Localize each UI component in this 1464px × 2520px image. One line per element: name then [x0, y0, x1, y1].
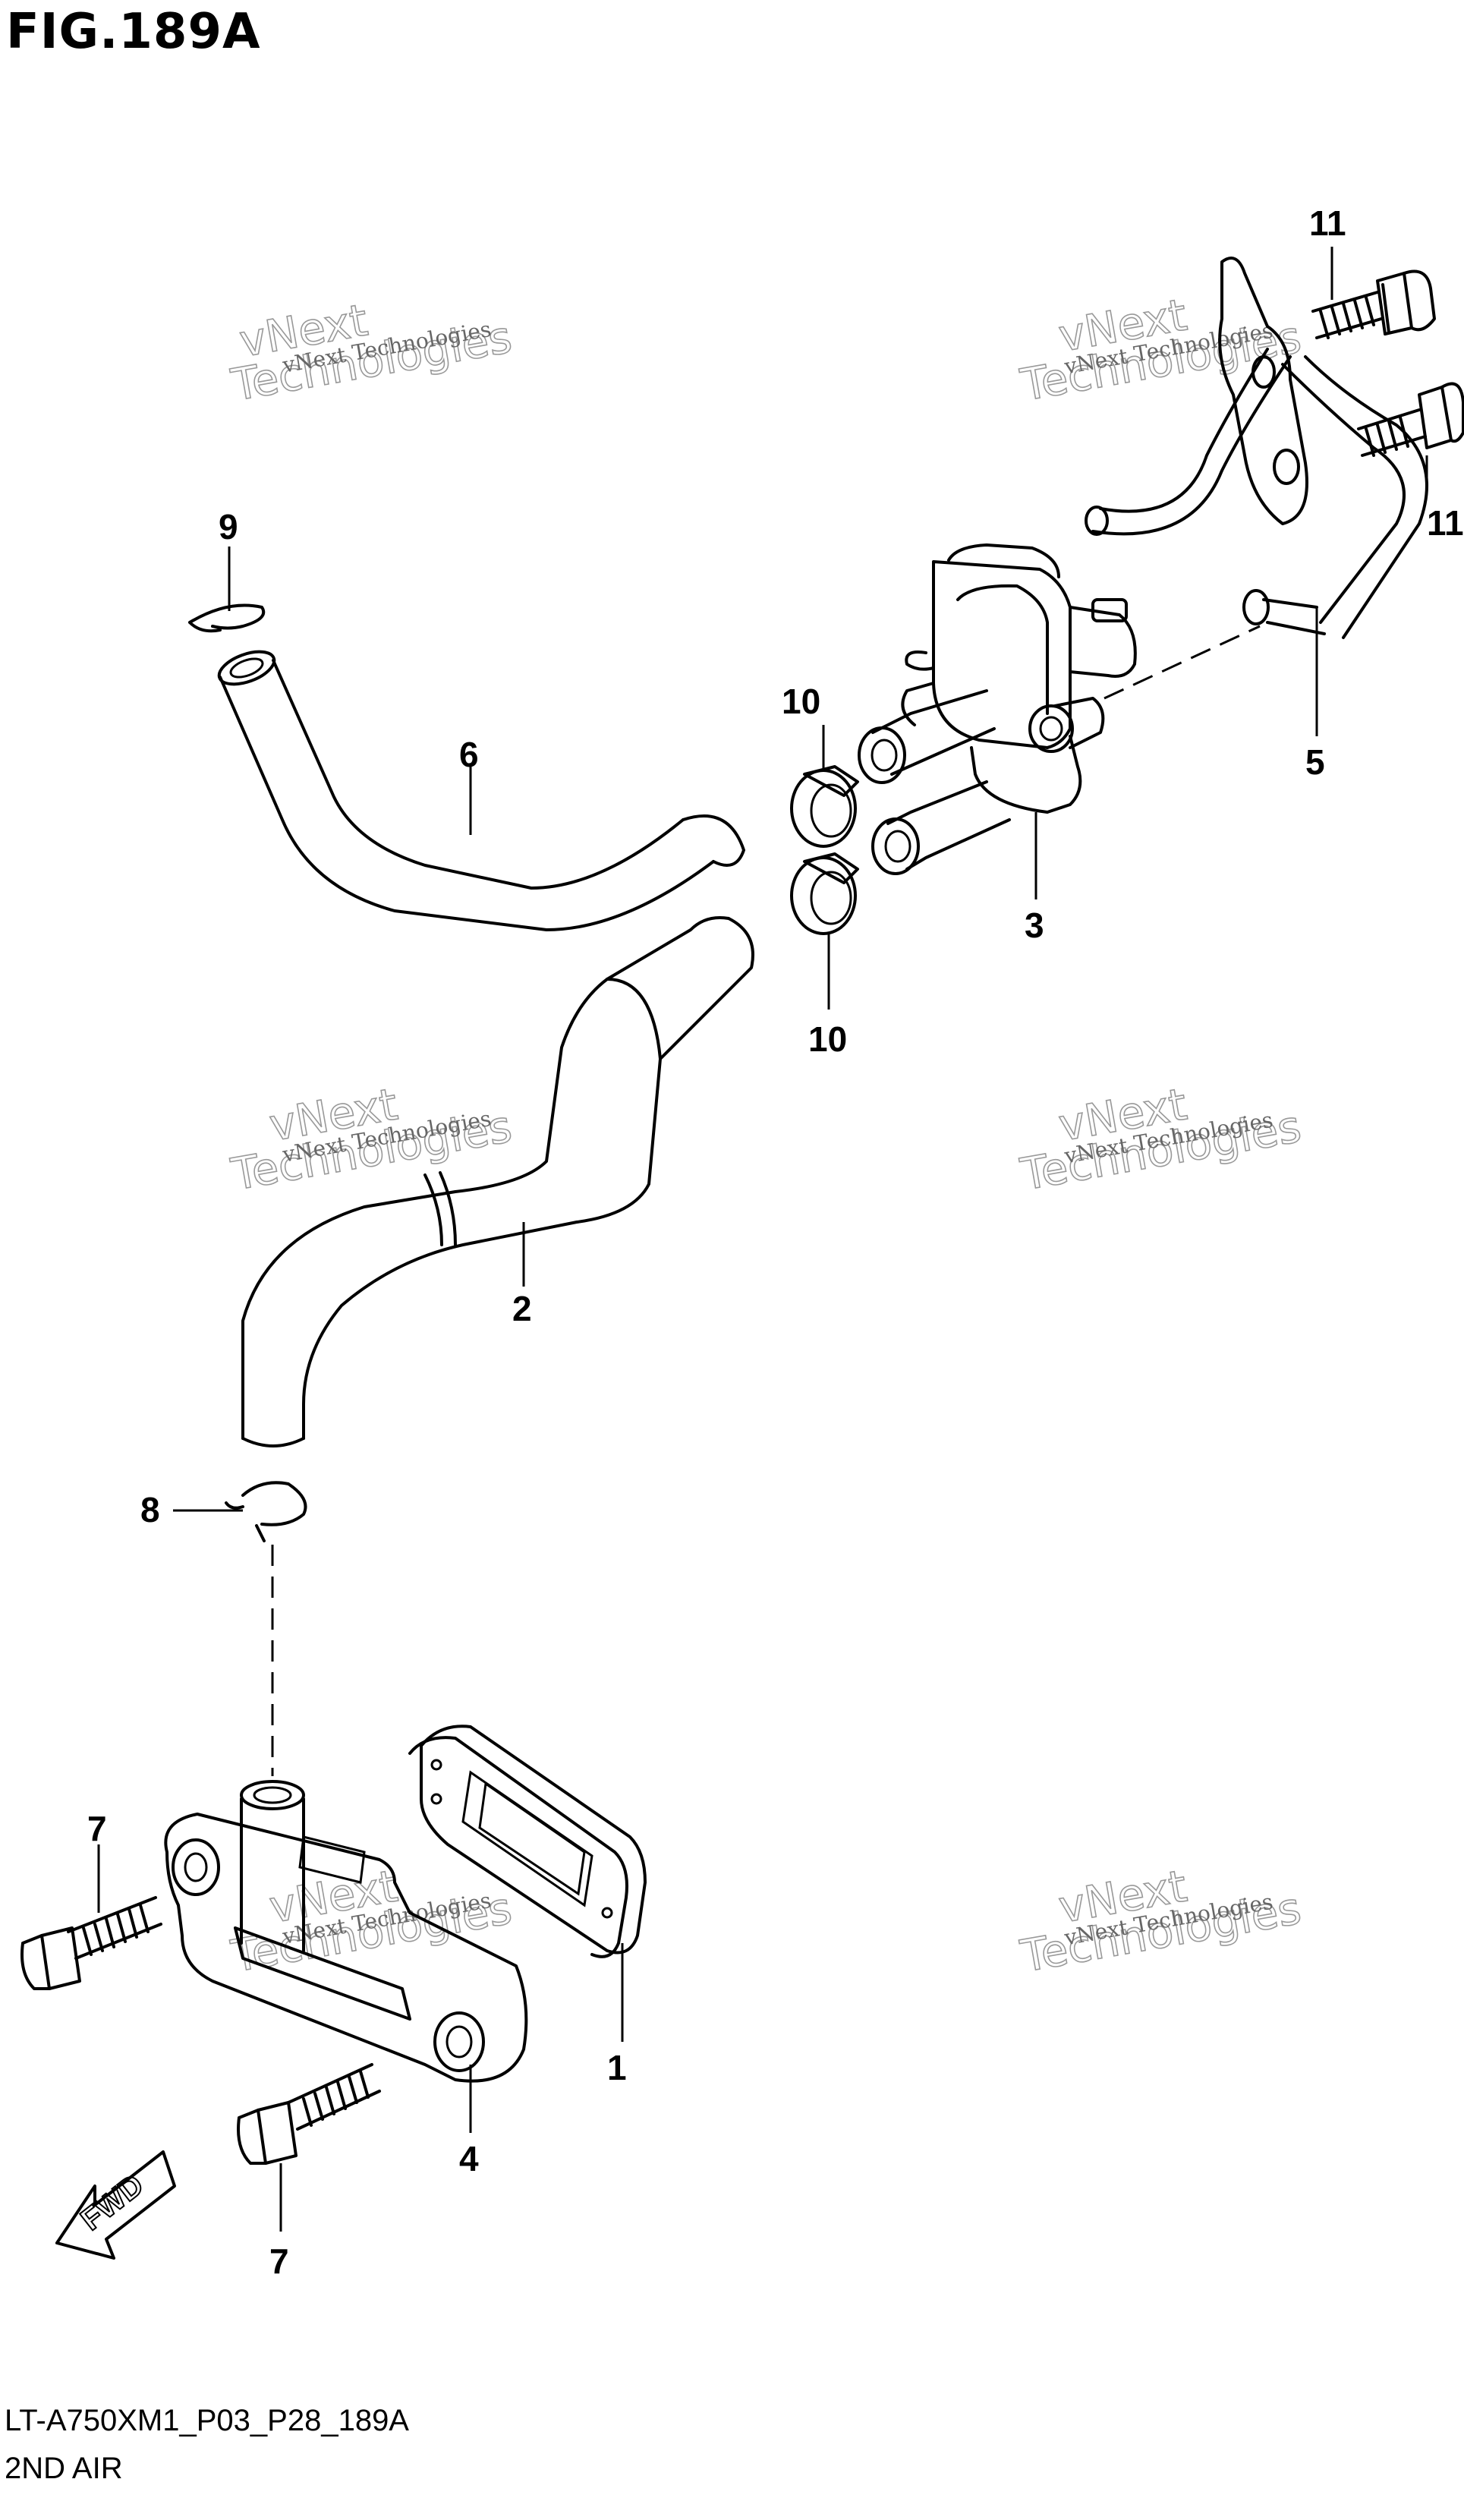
part-8-clip	[225, 1481, 307, 1542]
part-7-bolt-left	[20, 1896, 162, 1990]
part-3-valve	[858, 543, 1137, 875]
figure-name: 2ND AIR	[5, 2452, 123, 2485]
part-10-clamp-upper	[790, 765, 859, 848]
callout-2: 2	[512, 1289, 532, 1328]
callout-11a: 11	[1309, 203, 1346, 243]
part-2-hose	[241, 916, 754, 1447]
fwd-label: FWD	[74, 2168, 150, 2237]
callout-10b: 10	[808, 1019, 847, 1059]
figure-code: LT-A750XM1_P03_P28_189A	[5, 2404, 409, 2437]
callout-11b: 11	[1427, 503, 1464, 543]
callout-8: 8	[140, 1490, 160, 1529]
part-7-bolt-right	[237, 2063, 381, 2165]
part-11-bolt-lower	[1357, 382, 1464, 457]
part-4-body	[164, 1780, 528, 2083]
callout-6: 6	[459, 735, 479, 774]
callout-10a: 10	[782, 682, 820, 721]
watermark-top-right: vNext Technologies vNext Technologies	[1016, 288, 1305, 412]
watermark-bottom-left: vNext Technologies vNext Technologies	[227, 1860, 516, 1983]
part-5-pipe	[1085, 257, 1428, 639]
part-9-clip	[188, 603, 266, 633]
callout-4: 4	[459, 2139, 479, 2178]
watermark-bottom-right: vNext Technologies vNext Technologies	[1016, 1860, 1305, 1983]
callout-7b: 7	[269, 2241, 289, 2281]
part-10-clamp-lower	[790, 852, 859, 935]
watermark-mid-right: vNext Technologies vNext Technologies	[1016, 1078, 1305, 1202]
callout-5: 5	[1305, 742, 1325, 782]
part-6-hose	[217, 650, 745, 931]
callout-9: 9	[219, 507, 238, 547]
figure-title: FIG.189A	[6, 4, 261, 60]
callout-3: 3	[1025, 906, 1044, 945]
callout-7a: 7	[87, 1809, 107, 1848]
part-11-bolt-upper	[1311, 269, 1436, 339]
watermark-mid-left: vNext Technologies vNext Technologies	[227, 1078, 516, 1202]
part-1-gasket	[408, 1725, 647, 1958]
forward-arrow-icon: FWD	[55, 2150, 176, 2260]
callout-1: 1	[607, 2048, 627, 2087]
watermark-top-left: vNext Technologies vNext Technologies	[227, 294, 516, 412]
alignment-line-valve-pipe	[1104, 625, 1261, 700]
